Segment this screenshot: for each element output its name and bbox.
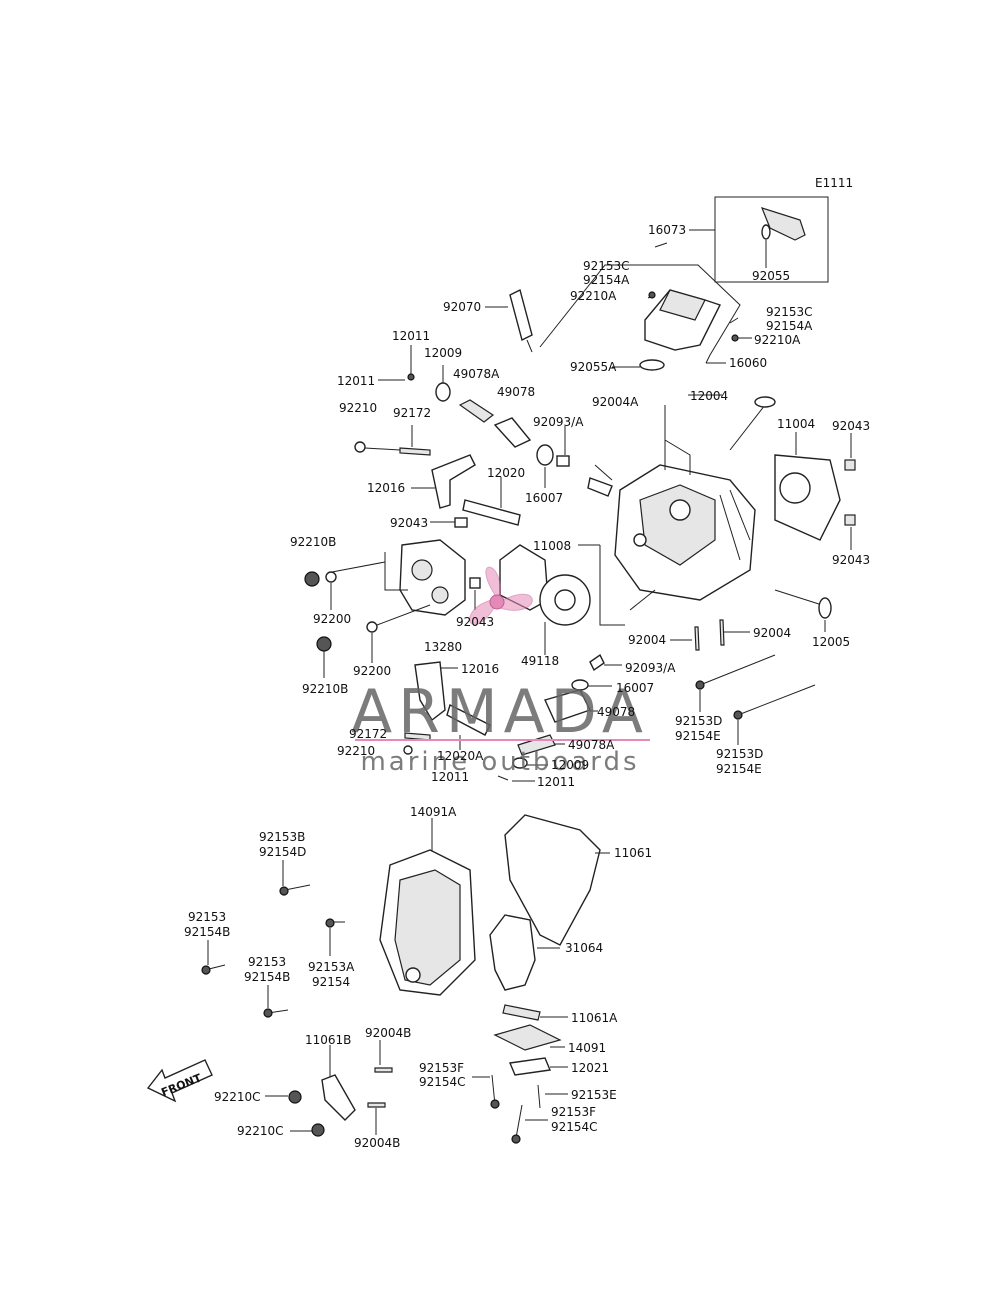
part-bracket-11061B (265, 1040, 393, 1137)
part-label: 92153A (308, 960, 355, 974)
part-label: 92210 (337, 744, 375, 758)
part-bolts-lower (201, 860, 568, 1144)
part-valve-train-upper (354, 345, 570, 528)
part-label: 92153E (571, 1088, 617, 1102)
part-label: 49078 (597, 705, 635, 719)
part-label: 92153F (419, 1061, 464, 1075)
part-label: 12016 (461, 662, 499, 676)
part-label: 92043 (456, 615, 494, 629)
part-label: 92153F (551, 1105, 596, 1119)
part-label: 92004 (628, 633, 666, 647)
part-label: 92154A (583, 273, 630, 287)
propeller-logo-icon (469, 566, 533, 625)
part-label: 92043 (832, 419, 870, 433)
part-label: 92154D (259, 845, 306, 859)
armada-watermark: ARMADA marine outboards (351, 566, 650, 777)
part-cam-assembly (304, 539, 591, 678)
part-label: 92210A (754, 333, 801, 347)
part-label: 92210A (570, 289, 617, 303)
part-label: 92172 (349, 727, 387, 741)
part-label: 16060 (729, 356, 767, 370)
part-label: 92210B (290, 535, 336, 549)
part-label: 92210B (302, 682, 348, 696)
part-label: 16007 (525, 491, 563, 505)
part-label: 92153D (675, 714, 722, 728)
part-label: 14091A (410, 805, 457, 819)
part-label: 92154E (675, 729, 721, 743)
part-label: 12020A (437, 749, 484, 763)
part-label: 49078A (453, 367, 500, 381)
part-label: 92093/A (625, 661, 676, 675)
part-label: 92210 (339, 401, 377, 415)
part-studs-92153D (695, 654, 816, 745)
part-label: 14091 (568, 1041, 606, 1055)
part-label: 31064 (565, 941, 603, 955)
part-label: 92004B (354, 1136, 400, 1150)
part-label: 92093/A (533, 415, 584, 429)
part-label: 92153C (583, 259, 630, 273)
part-label: 92004 (753, 626, 791, 640)
part-label: 12005 (812, 635, 850, 649)
part-label: 92153C (766, 305, 813, 319)
part-label: 92154 (312, 975, 350, 989)
part-label: 92154B (184, 925, 230, 939)
part-label: 92172 (393, 406, 431, 420)
part-valves-gasket (589, 394, 856, 672)
front-direction-arrow: FRONT (146, 1059, 213, 1103)
part-label: 92154E (716, 762, 762, 776)
part-shroud-14091A (379, 818, 476, 996)
part-label: 92154A (766, 319, 813, 333)
part-label: 92055 (752, 269, 790, 283)
part-valve-train-lower (403, 661, 612, 782)
part-label: 12009 (424, 346, 462, 360)
part-spark-plug-92070 (485, 288, 533, 353)
part-label: 12011 (392, 329, 430, 343)
part-label: 49078A (568, 738, 615, 752)
part-label: 92004A (592, 395, 639, 409)
part-label: 12009 (551, 758, 589, 772)
watermark-brand: ARMADA (351, 677, 649, 747)
part-label: 92154B (244, 970, 290, 984)
part-label: 92210C (214, 1090, 261, 1104)
part-cylinder-head-11008 (578, 405, 756, 626)
part-label: 11008 (533, 539, 571, 553)
part-label: 92153D (716, 747, 763, 761)
part-label: 92154C (419, 1075, 466, 1089)
part-label: 12020 (487, 466, 525, 480)
part-label: 12011 (337, 374, 375, 388)
part-label: 92004B (365, 1026, 411, 1040)
watermark-tagline: marine outboards (360, 747, 639, 777)
part-label: 11061A (571, 1011, 618, 1025)
part-label: 92200 (353, 664, 391, 678)
part-label: 92154C (551, 1120, 598, 1134)
part-label: 49078 (497, 385, 535, 399)
part-label: 92153 (188, 910, 226, 924)
part-label: 92055A (570, 360, 617, 374)
part-label: 13280 (424, 640, 462, 654)
part-group-16073 (689, 196, 829, 283)
part-label: 11004 (777, 417, 815, 431)
part-label: 92153B (259, 830, 305, 844)
part-label: 12004 (690, 389, 728, 403)
part-label: 11061B (305, 1033, 351, 1047)
part-label: 92200 (313, 612, 351, 626)
part-label: 92153 (248, 955, 286, 969)
part-label: 12011 (537, 775, 575, 789)
part-label: 92070 (443, 300, 481, 314)
part-label: 92210C (237, 1124, 284, 1138)
part-label: 11061 (614, 846, 652, 860)
callout-labels: 16073 92055 92153C 92154A 92210A 92070 9… (184, 223, 870, 1150)
part-label: 16007 (616, 681, 654, 695)
figure-code: E1111 (815, 176, 853, 190)
part-label: 12016 (367, 481, 405, 495)
part-label: 12021 (571, 1061, 609, 1075)
part-label: 92043 (390, 516, 428, 530)
part-cover-11061 (489, 814, 610, 1076)
part-label: 92043 (832, 553, 870, 567)
part-intake-pipe-16060 (539, 242, 752, 371)
part-label: 12011 (431, 770, 469, 784)
part-label: 16073 (648, 223, 686, 237)
part-label: 49118 (521, 654, 559, 668)
